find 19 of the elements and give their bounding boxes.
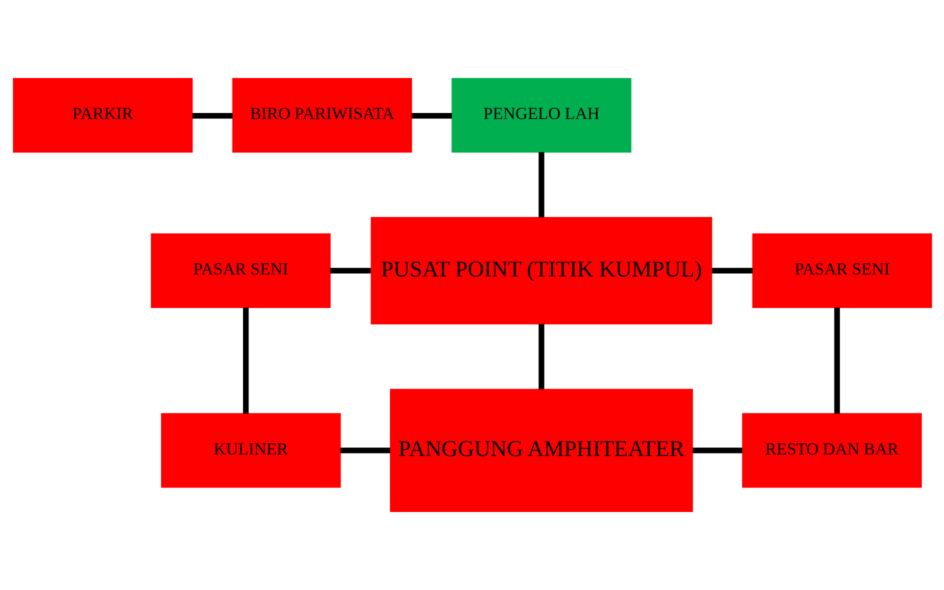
connector: [340, 448, 390, 454]
connector: [192, 113, 232, 119]
connector: [242, 308, 248, 414]
node-box: BIRO PARIWISATA: [232, 78, 412, 153]
connector: [538, 152, 544, 218]
node-box: PASAR SENI: [752, 233, 932, 308]
node-box: PUSAT POINT (TITIK KUMPUL): [370, 217, 712, 324]
connector: [834, 308, 840, 414]
node-box: RESTO DAN BAR: [742, 413, 922, 488]
node-box: PENGELO LAH: [451, 78, 631, 153]
connector: [330, 268, 370, 274]
connector: [712, 268, 752, 274]
connector: [692, 448, 742, 454]
connector: [411, 113, 452, 119]
node-box: KULINER: [160, 413, 340, 488]
node-box: PANGGUNG AMPHITEATER: [389, 388, 692, 512]
node-box: PARKIR: [12, 78, 192, 153]
connector: [538, 324, 544, 390]
node-box: PASAR SENI: [150, 233, 330, 308]
